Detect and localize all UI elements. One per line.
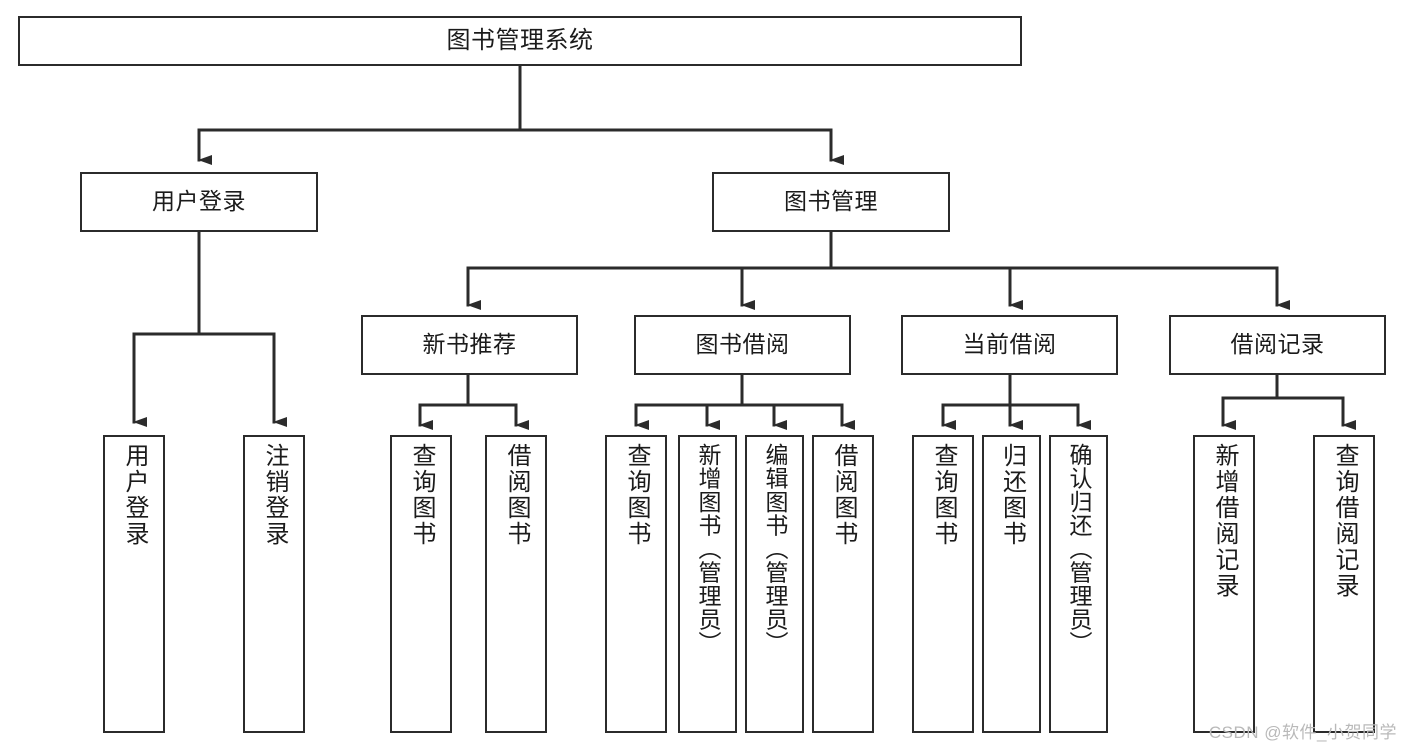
node-book-management[interactable]: 图书管理 <box>712 172 950 232</box>
leaf-query-borrow-record[interactable]: 查询借阅记录 <box>1313 435 1375 733</box>
node-label: 查询图书 <box>623 443 650 547</box>
node-label: 借阅记录 <box>1230 331 1325 358</box>
leaf-confirm-return-admin[interactable]: 确认归还（管理员） <box>1049 435 1108 733</box>
leaf-query-book-borrow[interactable]: 查询图书 <box>605 435 667 733</box>
leaf-user-login[interactable]: 用户登录 <box>103 435 165 733</box>
leaf-borrow-book-new[interactable]: 借阅图书 <box>485 435 547 733</box>
node-label: 确认归还（管理员） <box>1066 443 1092 655</box>
node-book-borrowing[interactable]: 图书借阅 <box>634 315 851 375</box>
leaf-query-book-current[interactable]: 查询图书 <box>912 435 974 733</box>
node-label: 借阅图书 <box>830 443 857 547</box>
node-label: 图书管理系统 <box>446 26 594 54</box>
leaf-query-book-new[interactable]: 查询图书 <box>390 435 452 733</box>
leaf-add-borrow-record[interactable]: 新增借阅记录 <box>1193 435 1255 733</box>
node-root-book-management-system[interactable]: 图书管理系统 <box>18 16 1022 66</box>
leaf-add-book-admin[interactable]: 新增图书（管理员） <box>678 435 737 733</box>
node-label: 新增借阅记录 <box>1211 443 1238 599</box>
leaf-borrow-book[interactable]: 借阅图书 <box>812 435 874 733</box>
node-label: 查询借阅记录 <box>1331 443 1358 599</box>
node-label: 查询图书 <box>930 443 957 547</box>
node-label: 归还图书 <box>998 443 1026 547</box>
node-label: 图书借阅 <box>695 331 790 358</box>
node-label: 注销登录 <box>261 443 288 547</box>
node-label: 新增图书（管理员） <box>695 443 721 655</box>
leaf-return-book[interactable]: 归还图书 <box>982 435 1041 733</box>
node-user-login[interactable]: 用户登录 <box>80 172 318 232</box>
leaf-edit-book-admin[interactable]: 编辑图书（管理员） <box>745 435 804 733</box>
node-label: 用户登录 <box>152 188 246 215</box>
node-label: 新书推荐 <box>422 331 517 358</box>
node-label: 当前借阅 <box>962 331 1057 358</box>
node-label: 借阅图书 <box>503 443 530 547</box>
node-label: 图书管理 <box>784 188 878 215</box>
node-label: 编辑图书（管理员） <box>762 443 788 655</box>
leaf-logout[interactable]: 注销登录 <box>243 435 305 733</box>
node-borrowing-record[interactable]: 借阅记录 <box>1169 315 1386 375</box>
node-new-book-recommendation[interactable]: 新书推荐 <box>361 315 578 375</box>
node-current-borrowing[interactable]: 当前借阅 <box>901 315 1118 375</box>
node-label: 用户登录 <box>121 443 148 547</box>
watermark-text: CSDN @软件_小贺同学 <box>1208 723 1397 742</box>
node-label: 查询图书 <box>408 443 435 547</box>
